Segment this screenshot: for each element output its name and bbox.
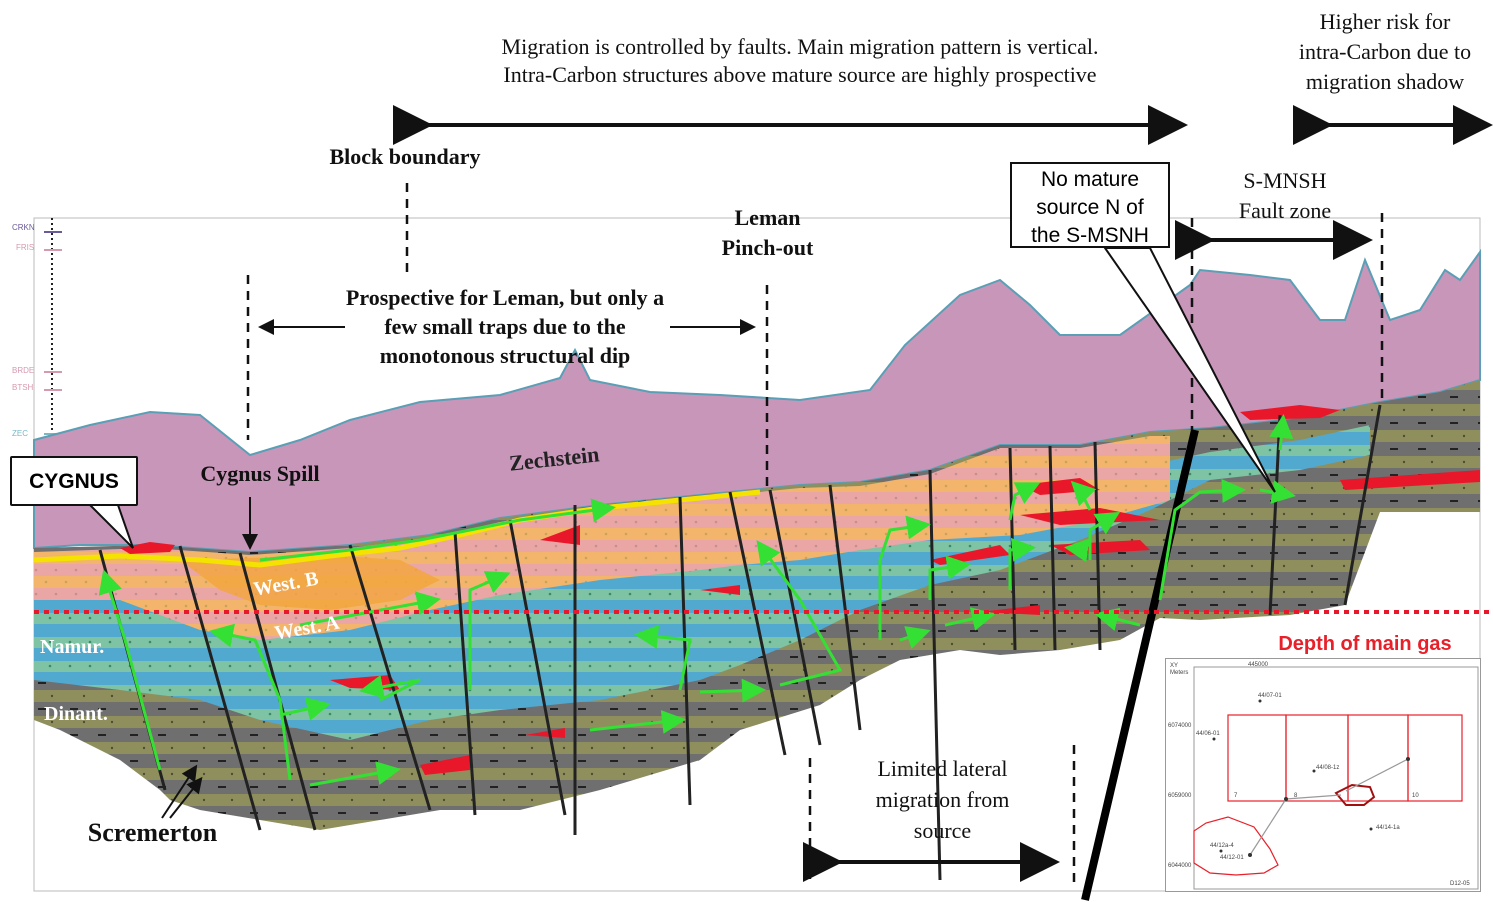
marker-fris: FRIS (16, 243, 34, 252)
inset-blocks (1193, 714, 1463, 876)
smnsh-fault-zone-label: S-MNSH Fault zone (1238, 168, 1332, 223)
migration-arrow (1158, 478, 1246, 601)
inset-field-outline (1334, 783, 1376, 806)
gas-trap (1020, 508, 1160, 525)
label-namur: Namur. (40, 636, 104, 658)
migration-arrow (1259, 480, 1296, 504)
migration-arrow (468, 571, 511, 690)
gas-trap (1340, 470, 1480, 490)
fault-line (1048, 445, 1057, 651)
marker-brde: BRDE (12, 366, 34, 375)
migration-arrow (634, 624, 692, 691)
inset-well-label: 44/08-1z (1316, 765, 1339, 771)
inset-block-number: 7 (1234, 793, 1238, 799)
gas-trap (420, 755, 470, 775)
inset-ytick: 6044000 (1168, 863, 1192, 869)
migration-arrow (878, 515, 931, 640)
inset-pipelines (1249, 758, 1409, 856)
fault-line (508, 519, 567, 816)
cygnus-spill-label: Cygnus Spill (200, 461, 320, 486)
inset-wells (1212, 699, 1410, 857)
migration-arrow (589, 710, 686, 734)
marker-btsh: BTSH (12, 383, 34, 392)
inset-block (1347, 714, 1409, 802)
migration-arrow (98, 569, 162, 771)
marker-crkn: CRKN (12, 223, 35, 232)
migration-arrow (1269, 414, 1294, 451)
migration-arrow (209, 623, 292, 781)
gas-trap (525, 728, 565, 738)
migration-arrow (309, 761, 401, 787)
top-sand-line (33, 489, 761, 568)
scremerton-label: Scremerton (87, 818, 218, 847)
black-arrows (161, 105, 1493, 882)
scremerton-arrow-1 (161, 764, 198, 819)
gas-trap (120, 542, 175, 554)
limited-lateral-note: Limited lateral migration from source (875, 756, 1010, 843)
inset-well-label: 44/06-01 (1196, 731, 1220, 737)
migration-arrow (1088, 511, 1121, 560)
well-log-ruler: CRKN FRIS BRDE BTSH ZEC (12, 218, 62, 440)
migration-arrow (756, 540, 843, 687)
migration-arrow (928, 555, 971, 600)
gas-trap (700, 585, 740, 595)
fault-line (768, 489, 822, 746)
higher-risk-note: Higher risk for intra-Carbon due to migr… (1298, 9, 1472, 94)
inset-well-label: 44/12a-4 (1210, 843, 1234, 849)
inset-well-label: 44/12-01 (1220, 855, 1244, 861)
fault-line (1268, 414, 1282, 616)
migration-arrow (279, 697, 331, 721)
inset-footer: D12-05 (1450, 881, 1470, 887)
migration-arrow (1064, 538, 1090, 563)
inset-block (1407, 714, 1463, 802)
inset-header-x: 445000 (1248, 662, 1269, 668)
migration-arrows (98, 414, 1296, 787)
no-source-callout-pointer (1103, 247, 1276, 493)
migration-arrow (944, 607, 996, 631)
prospective-leman-note: Prospective for Leman, but only a few sm… (345, 285, 665, 368)
migration-arrow (359, 674, 421, 702)
cygnus-box: CYGNUS (10, 456, 138, 506)
no-mature-source-box: No mature source N of the S-MSNH (1010, 162, 1170, 248)
inset-well-label: 44/14-1a (1376, 825, 1400, 831)
migration-arrow (699, 678, 766, 703)
leman-pinchout-label: Leman Pinch-out (721, 205, 814, 260)
fault-line (178, 545, 262, 831)
inset-field-outline (1193, 816, 1279, 876)
block-boundary-label: Block boundary (329, 144, 481, 169)
migration-arrow (899, 626, 931, 649)
fault-line (453, 531, 477, 816)
migration-note: Migration is controlled by faults. Main … (501, 34, 1099, 87)
fault-line (678, 496, 692, 806)
inset-well-label: 44/07-01 (1258, 693, 1282, 699)
inset-ytick: 6074000 (1168, 723, 1192, 729)
migration-arrow (1008, 537, 1036, 590)
gas-trap (540, 525, 580, 545)
scremerton-arrow-2 (169, 776, 203, 819)
migration-arrow (1094, 607, 1141, 632)
inset-map-frame (1193, 666, 1479, 890)
inset-block (1227, 714, 1287, 802)
fault-line (828, 484, 862, 731)
fault-line (348, 544, 432, 811)
migration-arrow (1008, 482, 1041, 521)
inset-block (1285, 714, 1349, 802)
fault-line (728, 491, 787, 756)
marker-zec: ZEC (12, 429, 28, 438)
inset-block-number: 10 (1412, 793, 1419, 799)
inset-block-number: 8 (1294, 793, 1298, 799)
gas-trap (1240, 405, 1340, 420)
fault-line (1343, 404, 1382, 606)
label-dinant: Dinant. (44, 703, 108, 725)
migration-arrow (259, 498, 616, 562)
migration-arrow (1070, 480, 1097, 511)
inset-ytick: 6059000 (1168, 793, 1192, 799)
fault-line (928, 469, 942, 881)
